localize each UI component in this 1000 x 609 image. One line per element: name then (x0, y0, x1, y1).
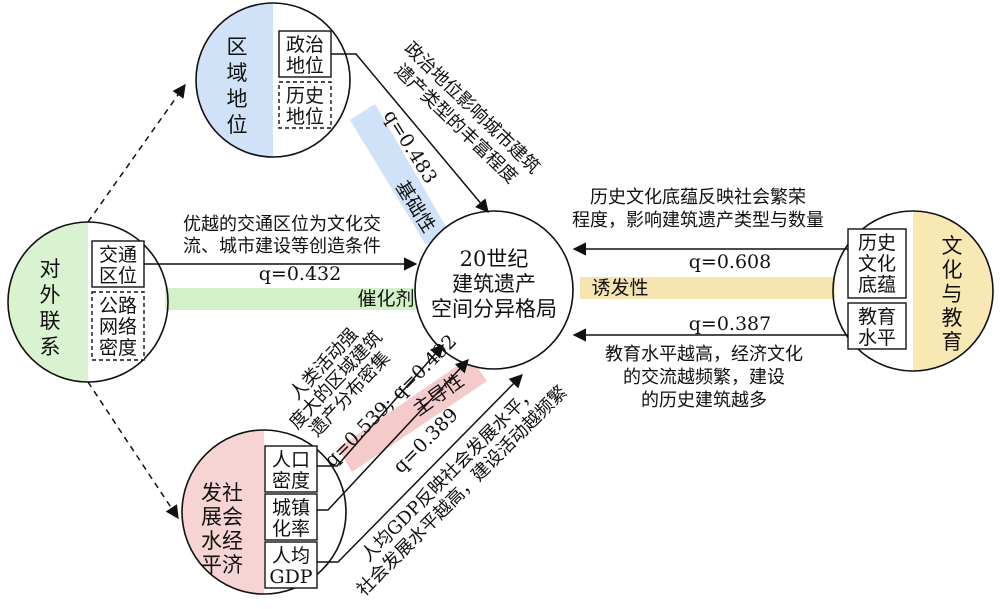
q-education: q=0.387 (689, 313, 771, 335)
history-culture-box (847, 228, 907, 299)
svg-text:人均: 人均 (272, 545, 310, 567)
svg-text:水经: 水经 (201, 529, 243, 553)
svg-text:化: 化 (942, 258, 963, 282)
svg-text:GDP: GDP (269, 566, 312, 588)
svg-text:流、城市建设等创造条件: 流、城市建设等创造条件 (183, 236, 381, 257)
svg-text:系: 系 (40, 335, 61, 359)
external-node: 对 外 联 系 交通 区位 公路 网络 密度 (7, 221, 169, 383)
svg-text:化率: 化率 (272, 518, 310, 540)
q-transport: q=0.432 (259, 263, 341, 285)
svg-text:密度: 密度 (272, 470, 310, 492)
history-culture-annotation: 历史文化底蕴反映社会繁荣 程度，影响建筑遗产类型与数量 (572, 187, 824, 231)
svg-text:城镇: 城镇 (272, 497, 310, 519)
svg-text:程度，影响建筑遗产类型与数量: 程度，影响建筑遗产类型与数量 (572, 210, 824, 231)
svg-text:地位: 地位 (286, 106, 324, 128)
inducing-effect-label: 诱发性 (591, 277, 648, 299)
svg-text:密度: 密度 (99, 337, 137, 359)
q-history-culture: q=0.608 (689, 251, 771, 273)
svg-text:文: 文 (942, 234, 963, 258)
region-label-2: 域 (227, 61, 248, 85)
svg-text:文化: 文化 (858, 253, 896, 275)
center-node: 20世纪 建筑遗产 空间分异格局 (414, 210, 574, 370)
svg-text:历史文化底蕴反映社会繁荣: 历史文化底蕴反映社会繁荣 (590, 187, 806, 208)
svg-text:对: 对 (40, 257, 61, 281)
svg-text:的交流越频繁，建设: 的交流越频繁，建设 (623, 367, 785, 388)
svg-text:联: 联 (40, 309, 61, 333)
center-line-2: 建筑遗产 (452, 272, 536, 296)
political-arrow (331, 53, 489, 214)
road-density-box (91, 291, 145, 361)
region-label-4: 位 (227, 113, 248, 137)
education-annotation: 教育水平越高，经济文化 的交流越频繁，建设 的历史建筑越多 (605, 344, 803, 411)
svg-text:育: 育 (942, 330, 963, 354)
svg-text:公路: 公路 (99, 295, 137, 317)
catalyst-effect-label: 催化剂 (357, 288, 414, 310)
svg-text:与: 与 (942, 282, 963, 306)
svg-text:外: 外 (40, 283, 61, 307)
svg-text:区位: 区位 (99, 265, 137, 287)
svg-text:水平: 水平 (858, 327, 896, 349)
svg-text:底蕴: 底蕴 (858, 274, 896, 296)
svg-text:网络: 网络 (99, 316, 137, 338)
region-node: 区 域 地 位 政治 地位 历史 地位 (195, 2, 351, 158)
external-to-region-arrow (87, 83, 186, 223)
population-arrow (317, 343, 444, 467)
dominant-band (338, 357, 487, 472)
svg-text:教: 教 (942, 306, 963, 330)
svg-text:交通: 交通 (99, 244, 137, 266)
population-density-box (264, 445, 318, 493)
transport-annotation: 优越的交通区位为文化交 流、城市建设等创造条件 (183, 214, 381, 257)
svg-text:发社: 发社 (201, 481, 243, 505)
education-level-box (847, 302, 907, 350)
urbanization-arrow (317, 359, 469, 511)
svg-text:地位: 地位 (286, 55, 324, 77)
svg-text:历史: 历史 (858, 232, 896, 254)
external-to-economy-arrow (87, 381, 179, 520)
svg-text:人口: 人口 (272, 449, 310, 471)
svg-text:优越的交通区位为文化交: 优越的交通区位为文化交 (183, 214, 381, 235)
economy-node: 发社 展会 水经 平济 人口 密度 城镇 化率 人均 GDP (181, 429, 347, 595)
svg-text:教育: 教育 (858, 306, 896, 328)
political-status-box (278, 30, 332, 78)
svg-text:平济: 平济 (201, 553, 243, 577)
gdp-per-capita-box (264, 541, 318, 589)
catalyst-band (165, 288, 430, 310)
historical-status-box (278, 81, 332, 129)
svg-text:政治: 政治 (286, 34, 324, 56)
center-line-1: 20世纪 (460, 247, 529, 271)
basic-band (350, 104, 448, 245)
svg-text:展会: 展会 (201, 505, 243, 529)
urbanization-box (264, 493, 318, 541)
gdp-arrow (317, 374, 523, 563)
culture-node: 文 化 与 教 育 历史 文化 底蕴 教育 水平 (832, 210, 994, 372)
center-line-3: 空间分异格局 (431, 297, 557, 321)
region-label-3: 地 (227, 87, 248, 111)
svg-text:教育水平越高，经济文化: 教育水平越高，经济文化 (605, 344, 803, 365)
region-label-1: 区 (227, 35, 248, 59)
svg-text:的历史建筑越多: 的历史建筑越多 (641, 390, 767, 411)
inducing-band (580, 277, 835, 299)
svg-text:历史: 历史 (286, 85, 324, 107)
